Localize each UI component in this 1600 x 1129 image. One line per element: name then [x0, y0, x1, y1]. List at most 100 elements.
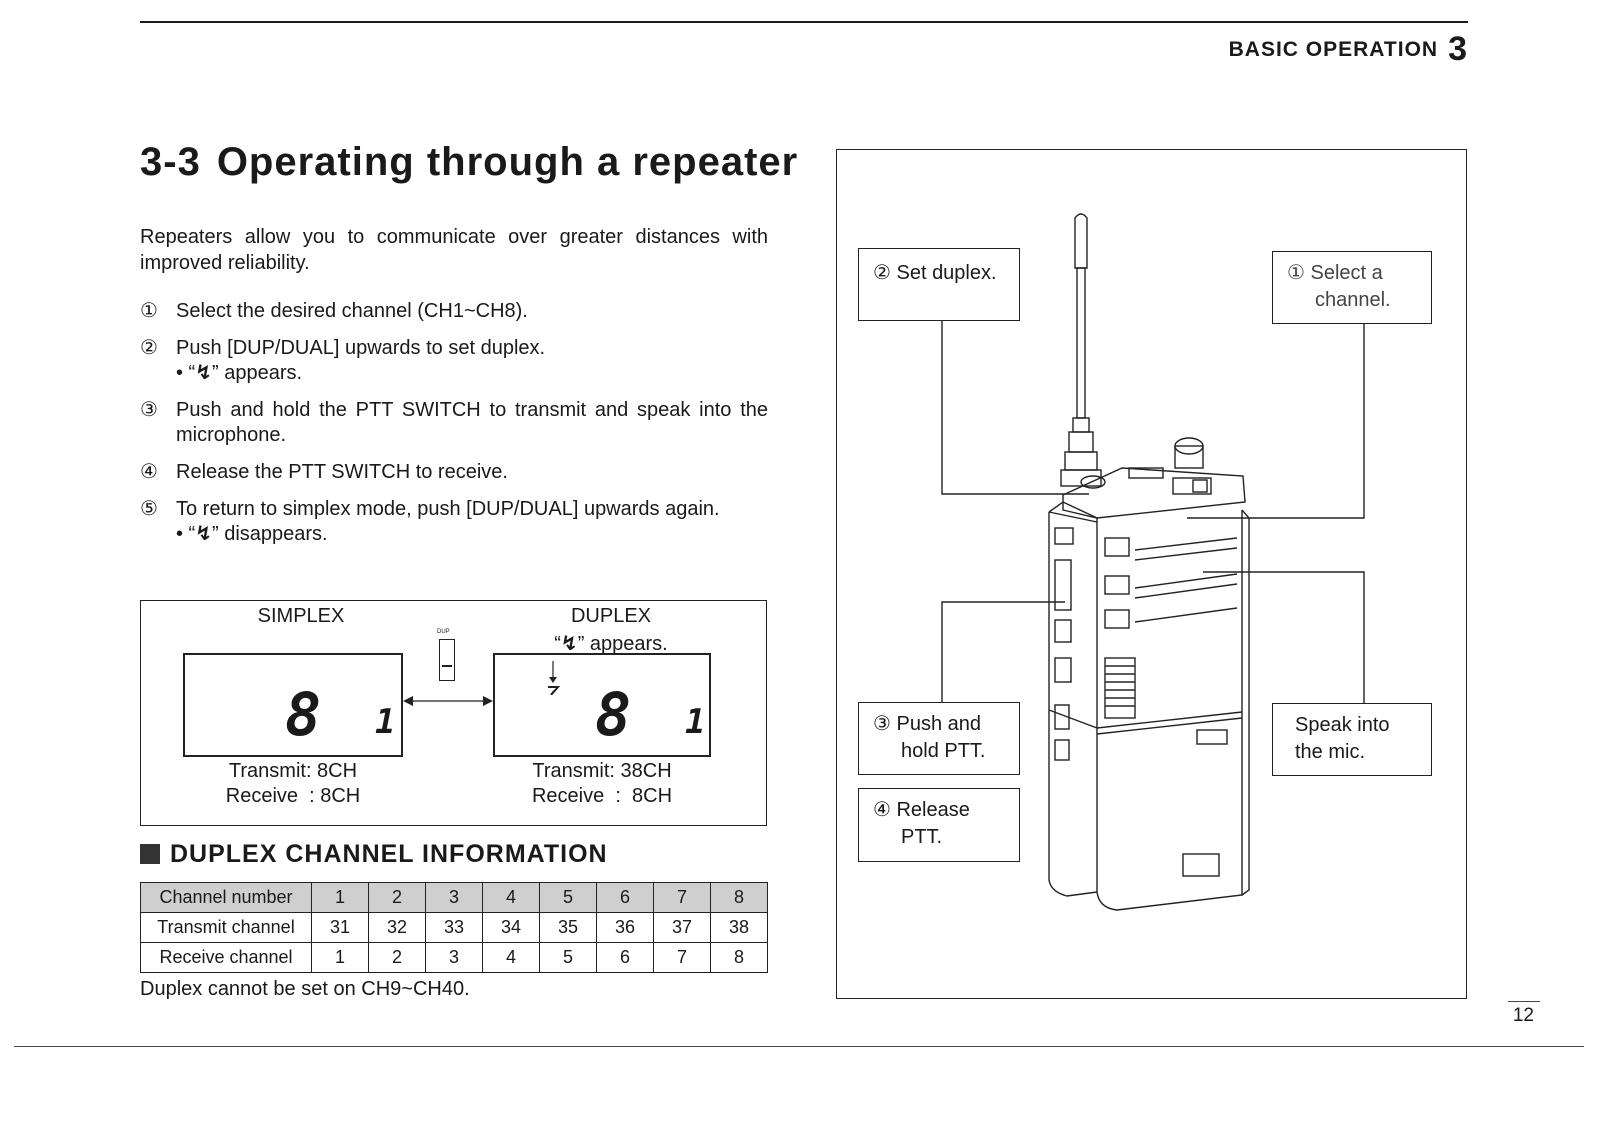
- duplex-info-heading-text: DUPLEX CHANNEL INFORMATION: [170, 840, 608, 868]
- simplex-transmit: Transmit: 8CH: [228, 760, 358, 782]
- step-5: ⑤ To return to simplex mode, push [DUP/D…: [140, 497, 768, 547]
- table-footnote: Duplex cannot be set on CH9~CH40.: [140, 978, 470, 1000]
- step-mark: ④: [140, 461, 158, 483]
- duplex-channel-table: Channel number 1 2 3 4 5 6 7 8 Transmit …: [140, 882, 768, 973]
- callout-text: the mic.: [1295, 741, 1366, 763]
- table-cell: 7: [653, 942, 711, 973]
- section-title: BASIC OPERATION: [1228, 38, 1439, 61]
- appears-suffix: ” appears.: [577, 633, 668, 655]
- duplex-lcd: 8 1: [493, 653, 711, 757]
- table-cell: 37: [653, 912, 711, 943]
- table-row: Receive channel 1 2 3 4 5 6 7 8: [140, 942, 768, 973]
- bottom-rule: [14, 1046, 1584, 1047]
- duplex-transmit: Transmit: 38CH: [532, 760, 672, 782]
- title-number: 3-3: [140, 140, 201, 184]
- page-number: 12: [1512, 1005, 1534, 1026]
- heading-square-icon: [140, 844, 160, 864]
- table-cell: 8: [710, 882, 768, 913]
- section-number: 3: [1448, 30, 1468, 68]
- callout-set-duplex: ② Set duplex.: [858, 248, 1020, 321]
- step-1: ① Select the desired channel (CH1~CH8).: [140, 299, 768, 324]
- simplex-receive: Receive : 8CH: [225, 785, 361, 807]
- title-text: Operating through a repeater: [216, 140, 799, 184]
- simplex-channels: Transmit: 8CH Receive : 8CH: [183, 759, 403, 809]
- row-header: Receive channel: [140, 942, 312, 973]
- callout-speak-mic: Speak into the mic.: [1272, 703, 1432, 776]
- callout-release-ptt: ④ Release PTT.: [858, 788, 1020, 862]
- table-cell: 35: [539, 912, 597, 943]
- callout-text: PTT.: [901, 826, 943, 848]
- step-text: Select the desired channel (CH1~CH8).: [176, 300, 528, 322]
- table-cell: 7: [653, 882, 711, 913]
- duplex-label: DUPLEX: [570, 605, 652, 627]
- callout-text: ③ Push and: [873, 713, 981, 735]
- duplex-indicator-icon: [548, 661, 561, 695]
- callout-select-channel: ① Select a channel.: [1272, 251, 1432, 324]
- table-cell: 4: [482, 882, 540, 913]
- table-cell: 38: [710, 912, 768, 943]
- callout-text: ① Select a: [1287, 262, 1383, 284]
- note-suffix: ” disappears.: [211, 523, 328, 545]
- table-cell: 4: [482, 942, 540, 973]
- table-cell: 1: [311, 942, 369, 973]
- appears-prefix: “: [554, 633, 561, 655]
- duplex-appears-note: “↯” appears.: [501, 631, 721, 656]
- step-mark: ③: [140, 399, 158, 421]
- callout-text: channel.: [1315, 289, 1391, 311]
- callout-text: ② Set duplex.: [873, 262, 997, 284]
- dup-switch-label: DUP: [437, 629, 450, 635]
- steps-list: ① Select the desired channel (CH1~CH8). …: [140, 299, 768, 559]
- duplex-info-heading: DUPLEX CHANNEL INFORMATION: [140, 840, 608, 869]
- step-3: ③ Push and hold the PTT SWITCH to transm…: [140, 398, 768, 448]
- duplex-symbol-icon: ↯: [195, 362, 212, 384]
- lcd-small-digit: 1: [685, 702, 706, 742]
- step-text: Release the PTT SWITCH to receive.: [176, 461, 508, 483]
- duplex-symbol-icon: ↯: [560, 633, 578, 655]
- callout-text: Speak into: [1295, 714, 1390, 736]
- page-title: 3-3 Operating through a repeater: [140, 140, 798, 185]
- table-cell: 6: [596, 942, 654, 973]
- intro-paragraph: Repeaters allow you to communicate over …: [140, 226, 768, 274]
- duplex-channels: Transmit: 38CH Receive : 8CH: [493, 759, 711, 809]
- table-row: Channel number 1 2 3 4 5 6 7 8: [140, 882, 768, 913]
- step-text: To return to simplex mode, push [DUP/DUA…: [176, 498, 720, 520]
- step-mark: ⑤: [140, 498, 158, 520]
- table-cell: 6: [596, 882, 654, 913]
- step-text: Push and hold the PTT SWITCH to transmit…: [176, 399, 768, 446]
- callout-text: hold PTT.: [901, 740, 986, 762]
- note-prefix: • “: [176, 523, 196, 545]
- radio-figure: ② Set duplex. ① Select a channel. ③ Push…: [836, 149, 1467, 999]
- table-cell: 36: [596, 912, 654, 943]
- display-comparison-box: SIMPLEX DUPLEX “↯” appears. 8 1 8 1 DUP …: [140, 600, 767, 826]
- step-2: ② Push [DUP/DUAL] upwards to set duplex.…: [140, 336, 768, 386]
- callout-push-hold-ptt: ③ Push and hold PTT.: [858, 702, 1020, 775]
- table-cell: 1: [311, 882, 369, 913]
- note-suffix: ” appears.: [211, 362, 303, 384]
- top-rule: [140, 21, 1468, 23]
- lcd-small-digit: 1: [375, 702, 396, 742]
- step-note: • “↯” appears.: [176, 361, 768, 386]
- lcd-digit: 8: [595, 680, 632, 750]
- simplex-label: SIMPLEX: [257, 605, 345, 627]
- duplex-symbol-icon: ↯: [195, 523, 212, 545]
- table-cell: 3: [425, 882, 483, 913]
- section-header: BASIC OPERATION 3: [1229, 30, 1468, 69]
- table-row: Transmit channel 31 32 33 34 35 36 37 38: [140, 912, 768, 943]
- lcd-digit: 8: [285, 680, 322, 750]
- row-header: Transmit channel: [140, 912, 312, 943]
- duplex-receive: Receive : 8CH: [531, 785, 673, 807]
- step-mark: ②: [140, 337, 158, 359]
- simplex-lcd: 8 1: [183, 653, 403, 757]
- table-cell: 2: [368, 882, 426, 913]
- step-4: ④ Release the PTT SWITCH to receive.: [140, 460, 768, 485]
- radio-illustration-icon: [941, 213, 1365, 911]
- step-note: • “↯” disappears.: [176, 522, 768, 547]
- double-arrow-icon: [403, 696, 493, 706]
- step-text: Push [DUP/DUAL] upwards to set duplex.: [176, 337, 546, 359]
- table-cell: 32: [368, 912, 426, 943]
- table-cell: 8: [710, 942, 768, 973]
- table-cell: 31: [311, 912, 369, 943]
- dup-switch-icon: DUP: [437, 629, 457, 683]
- table-cell: 3: [425, 942, 483, 973]
- table-cell: 33: [425, 912, 483, 943]
